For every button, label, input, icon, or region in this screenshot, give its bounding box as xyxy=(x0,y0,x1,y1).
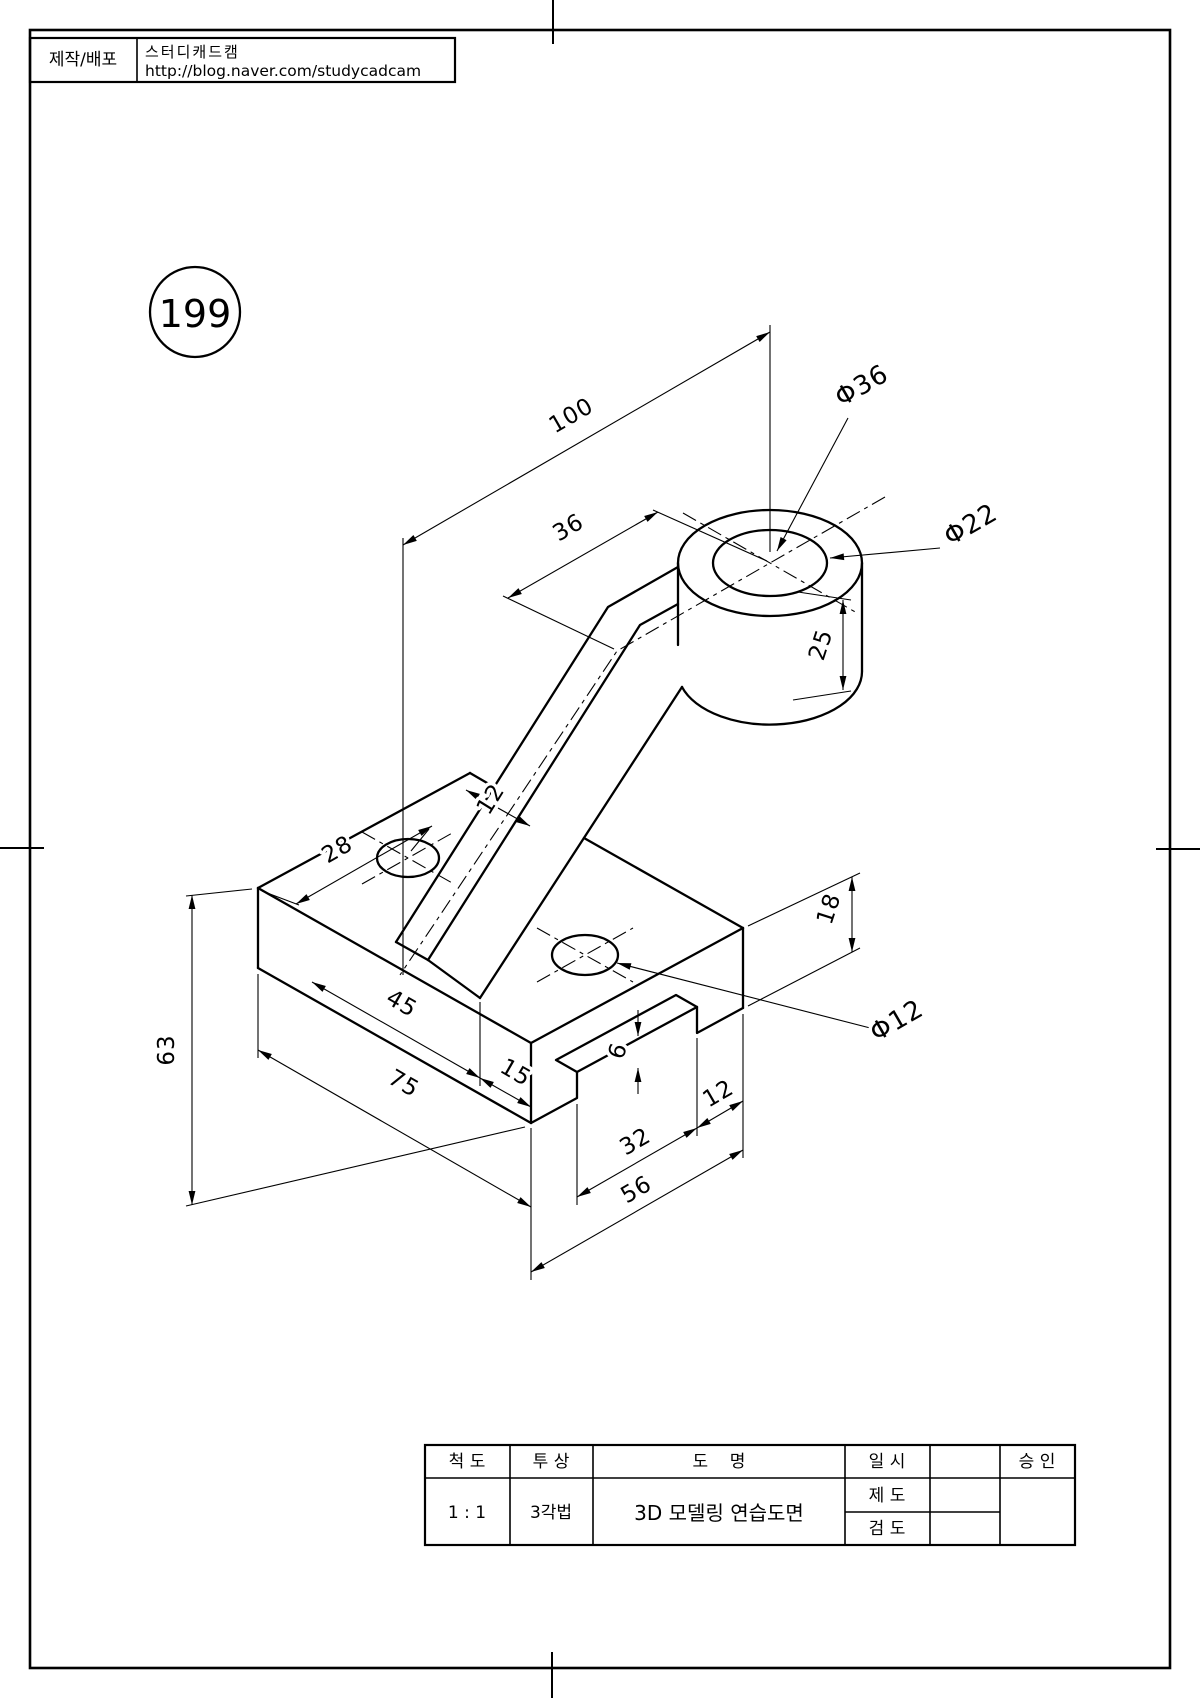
drawing-number-badge: 199 xyxy=(148,265,242,359)
border-frame xyxy=(28,28,1172,1670)
projection-label: 투 상 xyxy=(533,1452,570,1472)
part-view xyxy=(256,496,886,1125)
leader-lines xyxy=(616,417,941,1031)
dimension-lines xyxy=(188,331,856,1273)
dim-label-63: 63 xyxy=(154,1034,180,1065)
publisher-block-border xyxy=(28,36,457,84)
projection-value: 3각법 xyxy=(530,1503,572,1523)
dim-line-100 xyxy=(402,331,771,546)
dim-label-15: 15 xyxy=(495,1054,535,1092)
arm-outline xyxy=(394,565,684,1000)
check-label: 검 도 xyxy=(869,1519,906,1539)
scale-label: 척 도 xyxy=(449,1452,486,1472)
approval-label: 승 인 xyxy=(1019,1452,1056,1472)
extension-lines xyxy=(185,325,861,1280)
dim-line-12-arm xyxy=(465,789,531,827)
base-outline xyxy=(256,771,745,1125)
dimension-labels: 100 36 Φ36 Φ22 25 28 12 18 63 45 15 75 6… xyxy=(151,355,1007,1212)
publisher-brand: 스터디캐드캠 xyxy=(145,43,240,61)
dim-label-45: 45 xyxy=(381,985,421,1023)
top-title-block: 제작/배포 스터디캐드캠 http://blog.naver.com/study… xyxy=(28,36,457,84)
drawing-title-label: 도 명 xyxy=(693,1452,746,1472)
dim-label-75: 75 xyxy=(383,1065,423,1103)
draft-label: 제 도 xyxy=(869,1486,906,1506)
drawing-title-value: 3D 모델링 연습도면 xyxy=(634,1501,804,1525)
title-block-border xyxy=(423,1443,1077,1547)
leader-dia22 xyxy=(829,547,941,561)
drawing-number-text: 199 xyxy=(159,292,232,336)
dim-line-75 xyxy=(257,1049,532,1208)
dim-label-18: 18 xyxy=(812,890,846,928)
drawing-number-circle xyxy=(148,265,242,359)
leader-dia12 xyxy=(616,962,879,1031)
scale-value: 1 : 1 xyxy=(448,1503,486,1523)
centerlines xyxy=(399,496,886,976)
dim-label-36: 36 xyxy=(548,509,588,547)
dim-line-56 xyxy=(530,1149,744,1273)
dim-line-12-notch xyxy=(696,1100,744,1129)
dim-label-dia22: Φ22 xyxy=(939,498,1003,552)
leader-dia36 xyxy=(776,417,849,552)
dim-line-36 xyxy=(507,511,659,599)
dim-label-25: 25 xyxy=(804,626,838,664)
publisher-url: http://blog.naver.com/studycadcam xyxy=(145,62,421,80)
datetime-label: 일 시 xyxy=(869,1452,906,1472)
dim-label-dia36: Φ36 xyxy=(830,359,894,413)
dim-label-dia12: Φ12 xyxy=(865,994,929,1048)
right-hole xyxy=(550,933,620,977)
arm-centerline xyxy=(399,496,886,976)
bottom-title-block: 척 도 투 상 도 명 일 시 승 인 1 : 1 3각법 3D 모델링 연습도… xyxy=(423,1443,1077,1547)
dim-label-100: 100 xyxy=(545,393,599,439)
publisher-label: 제작/배포 xyxy=(49,50,117,70)
dim-line-28 xyxy=(295,825,433,905)
